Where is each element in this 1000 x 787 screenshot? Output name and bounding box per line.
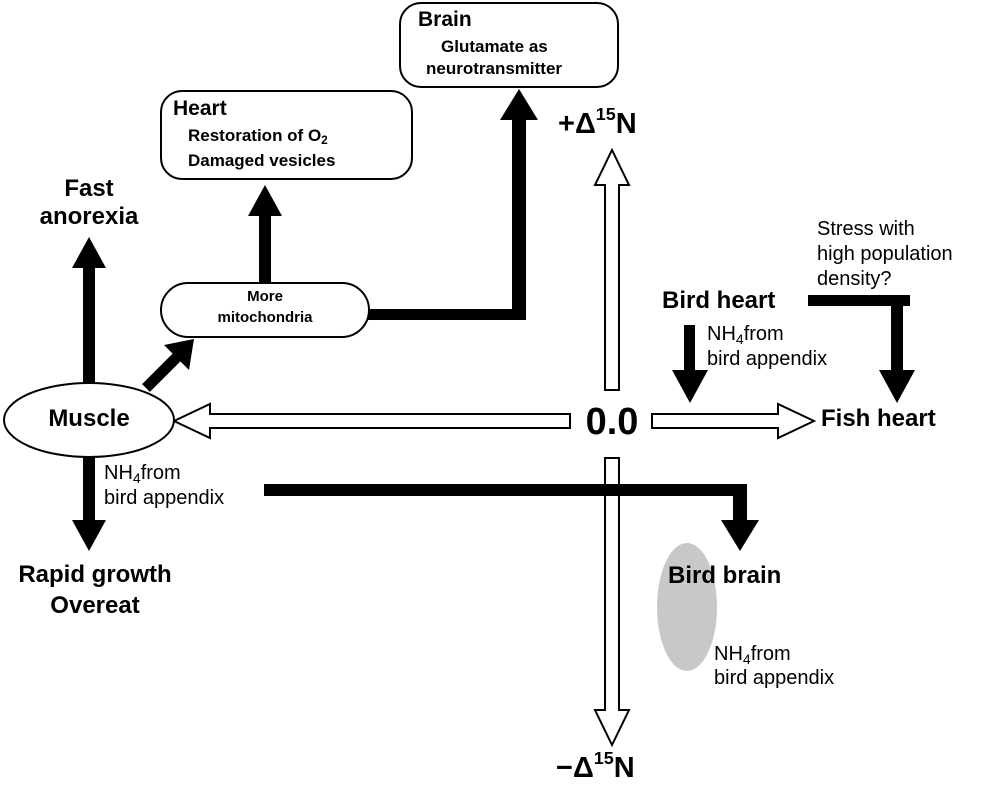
nh4-note-bird-heart-line-1: NH4from <box>707 323 784 347</box>
nh4-note-muscle-line-1: NH4from <box>104 462 181 486</box>
nh4-pre: NH <box>104 462 133 484</box>
axis-positive-label: +Δ15N <box>558 104 637 141</box>
nh4-sub: 4 <box>742 650 751 667</box>
axis-origin-label: 0.0 <box>585 401 639 443</box>
axis-arrow-left <box>171 402 571 440</box>
bird-brain-region <box>657 543 717 671</box>
brain-line-1: Glutamate as <box>441 37 548 56</box>
axis-negative-mass: 15 <box>593 748 614 769</box>
fast-anorexia-line-2: anorexia <box>39 203 139 230</box>
arrow-muscle-to-growth <box>72 456 106 551</box>
nh4-pre: NH <box>707 323 736 345</box>
arrow-muscle-to-anorexia <box>72 237 106 384</box>
nh4-note-muscle-line-2: bird appendix <box>104 487 225 509</box>
brain-title: Brain <box>418 8 472 31</box>
axis-positive-element: N <box>615 108 637 140</box>
nh4-sub: 4 <box>132 469 141 486</box>
arrow-bird-heart-to-fish-heart <box>808 295 915 403</box>
arrow-to-bird-brain <box>264 484 759 551</box>
axis-positive-mass: 15 <box>595 104 616 125</box>
nh4-pre: NH <box>714 643 743 665</box>
axis-arrow-down <box>593 457 631 748</box>
rapid-growth-line-1: Rapid growth <box>18 561 172 588</box>
mitochondria-line-2: mitochondria <box>217 309 313 326</box>
muscle-label: Muscle <box>48 405 130 432</box>
arrow-mitochondria-to-brain <box>368 89 538 320</box>
mitochondria-line-1: More <box>247 288 283 305</box>
heart-title: Heart <box>173 97 227 120</box>
heart-line-2: Damaged vesicles <box>188 151 336 170</box>
stress-note-line-3: density? <box>817 268 892 290</box>
arrow-mitochondria-to-heart <box>248 185 282 282</box>
fast-anorexia-line-1: Fast <box>64 175 114 202</box>
axis-negative-label: −Δ15N <box>556 748 635 785</box>
bird-heart-label: Bird heart <box>662 287 776 314</box>
nh4-post: from <box>750 643 791 665</box>
nh4-sub: 4 <box>735 330 744 347</box>
brain-line-2: neurotransmitter <box>426 59 563 78</box>
bird-brain-label: Bird brain <box>668 562 782 589</box>
nh4-post: from <box>140 462 181 484</box>
brain-box <box>399 2 619 88</box>
stress-note-line-1: Stress with <box>817 218 915 240</box>
axis-arrow-right <box>651 402 817 440</box>
nh4-note-bird-brain-line-1: NH4from <box>714 643 791 667</box>
axis-positive-delta: Δ <box>574 108 596 140</box>
axis-negative-sign: − <box>556 752 573 784</box>
heart-line-1-text: Restoration of O <box>188 126 322 145</box>
arrow-muscle-to-mitochondria <box>142 339 194 392</box>
heart-box <box>160 90 413 180</box>
axis-positive-sign: + <box>558 108 575 140</box>
axis-negative-delta: Δ <box>572 752 594 784</box>
heart-line-1: Restoration of O2 <box>188 126 328 147</box>
axis-negative-element: N <box>613 752 635 784</box>
nh4-note-bird-heart-line-2: bird appendix <box>707 348 828 370</box>
heart-line-1-sub: 2 <box>321 132 328 147</box>
nh4-note-bird-brain-line-2: bird appendix <box>714 667 835 689</box>
nh4-post: from <box>743 323 784 345</box>
axis-arrow-up <box>593 147 631 391</box>
fish-heart-label: Fish heart <box>821 405 936 432</box>
mitochondria-box <box>160 282 370 338</box>
arrow-bird-heart-down <box>672 325 708 403</box>
stress-note-line-2: high population <box>817 243 953 265</box>
rapid-growth-line-2: Overeat <box>50 592 140 619</box>
